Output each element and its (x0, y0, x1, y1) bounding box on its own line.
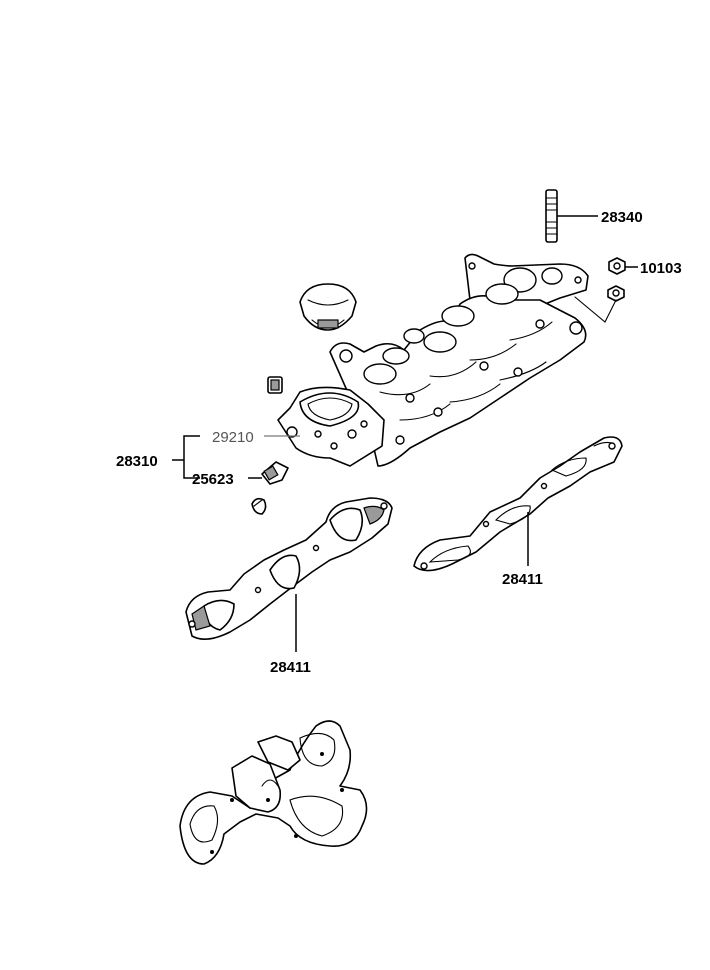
thermostat-cap-part[interactable] (299, 283, 357, 331)
bolt-part[interactable] (251, 461, 289, 515)
part-number-28310[interactable]: 28310 (116, 453, 158, 470)
stud-bolt-part[interactable] (545, 189, 558, 243)
part-number-28411-right[interactable]: 28411 (502, 571, 543, 588)
clip-part[interactable] (267, 376, 283, 394)
part-number-29210[interactable]: 29210 (212, 429, 254, 446)
exhaust-manifold-part[interactable] (179, 720, 368, 865)
nut-part[interactable] (607, 257, 626, 302)
leader-10103-branch (574, 296, 617, 323)
part-number-10103[interactable]: 10103 (640, 260, 682, 277)
part-number-28340[interactable]: 28340 (601, 209, 643, 226)
gasket-right-part[interactable] (413, 436, 623, 572)
part-number-25623[interactable]: 25623 (192, 471, 234, 488)
gasket-left-part[interactable] (185, 497, 393, 640)
intake-manifold-part[interactable] (277, 253, 589, 467)
part-number-28411-left[interactable]: 28411 (270, 659, 311, 676)
bracket-28310 (183, 435, 200, 479)
